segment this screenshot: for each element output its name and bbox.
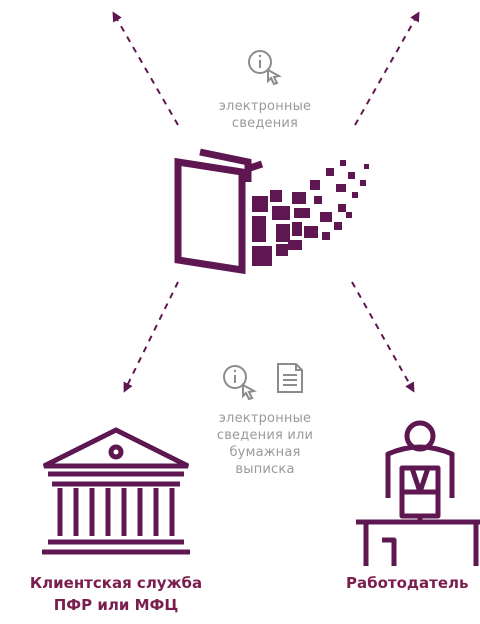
top-caption-line2: сведения <box>231 116 299 131</box>
left-target-label: Клиентская служба ПФР или МФЦ <box>0 572 232 616</box>
middle-caption-line4: выписка <box>235 462 295 477</box>
info-cursor-icon <box>223 365 257 401</box>
top-caption-line1: электронные <box>218 99 312 114</box>
bank-building-icon <box>42 427 190 555</box>
arrow-top-left <box>112 11 179 126</box>
document-icon <box>277 363 303 393</box>
arrow-top-right <box>354 11 420 126</box>
middle-caption: электронные сведения или бумажная выписк… <box>195 410 335 478</box>
arrow-bottom-left <box>123 281 179 393</box>
left-target-line2: ПФР или МФЦ <box>53 596 179 614</box>
arrow-bottom-right <box>351 281 415 393</box>
middle-caption-line2: сведения или <box>216 428 314 443</box>
info-cursor-icon <box>248 50 282 86</box>
top-caption: электронные сведения <box>195 98 335 132</box>
right-target-text: Работодатель <box>346 574 469 592</box>
book-qr-icon <box>174 148 369 275</box>
right-target-label: Работодатель <box>346 572 480 594</box>
flow-arrows <box>112 11 420 393</box>
middle-caption-line1: электронные <box>218 411 312 426</box>
employer-desk-icon <box>356 420 480 566</box>
left-target-line1: Клиентская служба <box>29 574 203 592</box>
middle-caption-line3: бумажная <box>229 445 301 460</box>
